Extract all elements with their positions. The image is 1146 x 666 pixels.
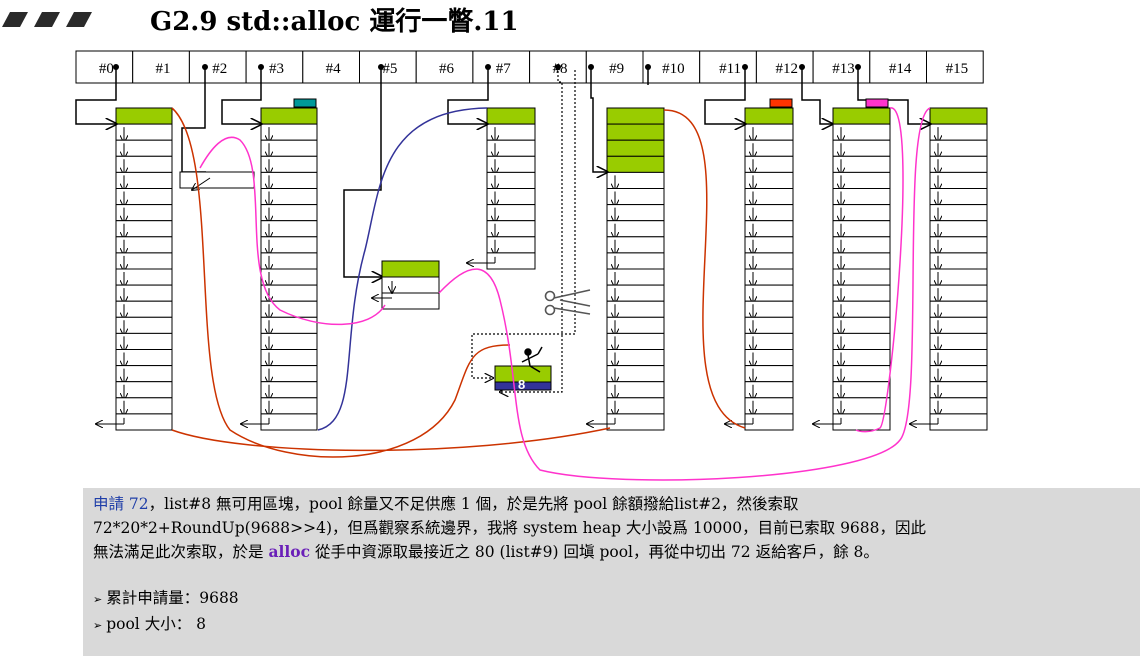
red-link-curves bbox=[171, 107, 746, 458]
chain-list13 bbox=[910, 107, 988, 431]
slot-0: #0 bbox=[75, 50, 134, 84]
note-line3a: 無法滿足此次索取，於是 bbox=[93, 543, 269, 561]
slot-13: #13 bbox=[812, 50, 871, 84]
slot-9: #9 bbox=[585, 50, 644, 84]
free-list-array: #0#1#2#3#4#5#6#7#8#9#10#11#12#13#14#15 bbox=[75, 50, 984, 84]
list2-block bbox=[179, 171, 255, 190]
slot-1: #1 bbox=[132, 50, 190, 84]
chain-list7 bbox=[467, 107, 536, 270]
slot-12: #12 bbox=[755, 50, 814, 84]
magenta-link-curves bbox=[199, 107, 931, 481]
red-tag bbox=[769, 98, 793, 108]
pool-remainder-label: 8 bbox=[518, 377, 525, 392]
slot-label: #2 bbox=[212, 61, 227, 77]
slot-4: #4 bbox=[302, 50, 360, 84]
note-bullet-total: 累計申請量：9688 bbox=[106, 589, 239, 607]
pool-pointers bbox=[471, 67, 576, 392]
slot-7: #7 bbox=[472, 50, 531, 84]
slot-label: #7 bbox=[496, 61, 512, 77]
slot-label: #6 bbox=[439, 61, 455, 77]
title-decoration bbox=[2, 12, 92, 27]
chain-list12 bbox=[813, 107, 891, 431]
slot-14: #14 bbox=[869, 50, 927, 84]
note-bullet-pool: pool 大小： 8 bbox=[106, 615, 206, 633]
chain-list9 bbox=[587, 107, 665, 431]
slot-6: #6 bbox=[415, 50, 474, 84]
slot-label: #14 bbox=[889, 61, 912, 77]
slot-label: #13 bbox=[832, 61, 855, 77]
slot-15: #15 bbox=[926, 50, 984, 84]
list5-block bbox=[372, 260, 440, 310]
allocator-diagram: G2.9 std::alloc 運行一瞥.11 #0 #1 #2 #3 #4 #5 #6 #7… bbox=[2, 6, 988, 481]
bullet-icon: ➢ bbox=[93, 619, 103, 632]
note-alloc-keyword: alloc bbox=[268, 542, 311, 561]
chain-list0 bbox=[96, 107, 173, 431]
slot-5: #5 bbox=[359, 50, 417, 84]
magenta-tag bbox=[865, 98, 889, 108]
scissors-icon bbox=[544, 289, 591, 316]
slot-label: #5 bbox=[382, 61, 397, 77]
slot-label: #10 bbox=[662, 61, 685, 77]
free-list-chains bbox=[96, 107, 988, 431]
slot-2: #2 bbox=[188, 50, 247, 84]
slot-3: #3 bbox=[245, 50, 304, 84]
slot-label: #12 bbox=[776, 61, 799, 77]
note-request-size: 申請 72 bbox=[93, 495, 149, 513]
explanation-note: 申請 72，list#8 無可用區塊，pool 餘量又不足供應 1 個，於是先將… bbox=[83, 488, 1140, 656]
teal-tag bbox=[293, 98, 317, 108]
slot-label: #0 bbox=[99, 61, 114, 77]
slot-10: #10 bbox=[642, 50, 701, 84]
slot-label: #9 bbox=[609, 61, 624, 77]
chain-list11 bbox=[725, 107, 794, 431]
slot-dots bbox=[113, 64, 861, 70]
note-line1: ，list#8 無可用區塊，pool 餘量又不足供應 1 個，於是先將 pool… bbox=[148, 495, 799, 513]
page-title: G2.9 std::alloc 運行一瞥.11 bbox=[150, 6, 519, 37]
bullet-icon: ➢ bbox=[93, 593, 103, 606]
slot-label: #3 bbox=[269, 61, 284, 77]
chain-list3 bbox=[241, 107, 318, 431]
slot-label: #4 bbox=[326, 61, 342, 77]
blue-link-curve bbox=[317, 107, 488, 431]
slot-label: #1 bbox=[156, 61, 171, 77]
slot-label: #15 bbox=[946, 61, 969, 77]
note-line2: 72*20*2+RoundUp(9688>>4)，但爲觀察系統邊界，我將 sys… bbox=[93, 519, 927, 537]
note-line3b: 從手中資源取最接近之 80 (list#9) 回塡 pool，再從中切出 72 … bbox=[310, 543, 879, 561]
pool-block: 8 bbox=[494, 365, 552, 392]
slot-label: #11 bbox=[719, 61, 741, 77]
runner-figure bbox=[521, 346, 543, 373]
